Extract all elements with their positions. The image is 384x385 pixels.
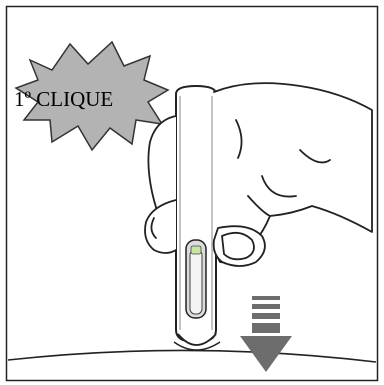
starburst-shape bbox=[14, 40, 170, 152]
frame-border bbox=[5, 5, 379, 382]
skin-surface bbox=[7, 349, 377, 363]
pen-injector bbox=[173, 84, 221, 351]
burst-label: 1º CLIQUE bbox=[14, 87, 114, 111]
pen-indicator bbox=[190, 245, 202, 255]
hand bbox=[144, 82, 373, 267]
push-down-arrow-icon bbox=[240, 296, 292, 372]
